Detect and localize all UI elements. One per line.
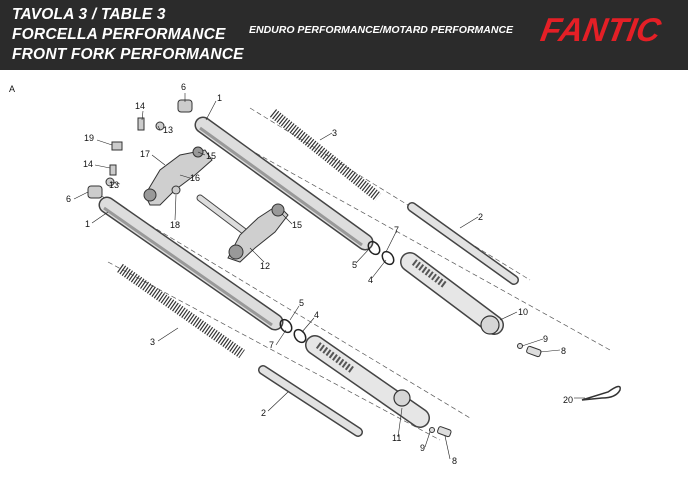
title-line-3: FRONT FORK PERFORMANCE [12,46,244,63]
callout-labels: 6 1 14 13 19 17 15 14 16 13 6 1 18 15 12… [66,82,573,466]
fork-outer-tube-front [305,335,430,428]
callout-7-lower: 7 [269,340,274,350]
fantic-logo: FANTIC [538,12,665,46]
header-bar: TAVOLA 3 / TABLE 3 FORCELLA PERFORMANCE … [0,0,688,72]
callout-5-top: 5 [352,260,357,270]
callout-17: 17 [140,149,150,159]
callout-2-top: 2 [478,212,483,222]
model-subtitle: ENDURO PERFORMANCE/MOTARD PERFORMANCE [249,24,514,36]
damper-cartridge-front [258,365,363,437]
callout-10: 10 [518,307,528,317]
callout-9-lower: 9 [420,443,425,453]
callout-11: 11 [392,433,401,443]
top-triple-clamp [143,146,213,206]
logo-wordmark: FANTIC [538,12,665,46]
callout-8-top: 8 [561,346,566,356]
callout-9-top: 9 [543,334,548,344]
callout-4-lower: 4 [314,310,319,320]
wire-clip [581,385,621,401]
title-line-2: FORCELLA PERFORMANCE [12,26,226,43]
callout-3-top: 3 [332,128,337,138]
callout-7-top: 7 [394,225,399,235]
fork-outer-tube-rear [400,252,504,335]
callout-14-lower: 14 [83,159,93,169]
title-line-1: TAVOLA 3 / TABLE 3 [12,6,166,23]
bushings-rear [367,240,395,266]
callout-5-lower: 5 [299,298,304,308]
caps-and-bolts [87,99,193,199]
callout-6-lower: 6 [66,194,71,204]
callout-18: 18 [170,220,180,230]
bottom-triple-clamp [227,203,289,263]
fork-spring-rear [269,109,382,201]
callout-6-top: 6 [181,82,186,92]
fork-stanchion-rear [194,116,374,251]
axle-hardware-front [429,426,452,438]
callout-13-lower: 13 [109,180,119,190]
section-letter: A [9,84,15,94]
callout-15-lower: 15 [292,220,302,230]
callout-3-lower: 3 [150,337,155,347]
callout-20: 20 [563,395,573,405]
callout-1-lower: 1 [85,219,90,229]
callout-16: 16 [190,173,200,183]
callout-1-top: 1 [217,93,222,103]
callout-8-lower: 8 [452,456,457,466]
callout-2-lower: 2 [261,408,266,418]
callout-12: 12 [260,261,270,271]
exploded-view-drawing: A [9,82,621,466]
callout-13-top: 13 [163,125,173,135]
bushings-front [279,318,307,344]
damper-cartridge-rear [407,202,519,285]
leader-lines [73,93,585,460]
axle-hardware-rear [517,343,542,358]
callout-14-top: 14 [135,101,145,111]
assembly-axes [94,107,611,441]
fork-spring-front [117,263,245,359]
fork-stanchion-front [98,196,284,331]
steering-stem [196,194,249,236]
callout-15-top: 15 [206,151,216,161]
callout-4-top: 4 [368,275,373,285]
callout-19: 19 [84,133,94,143]
